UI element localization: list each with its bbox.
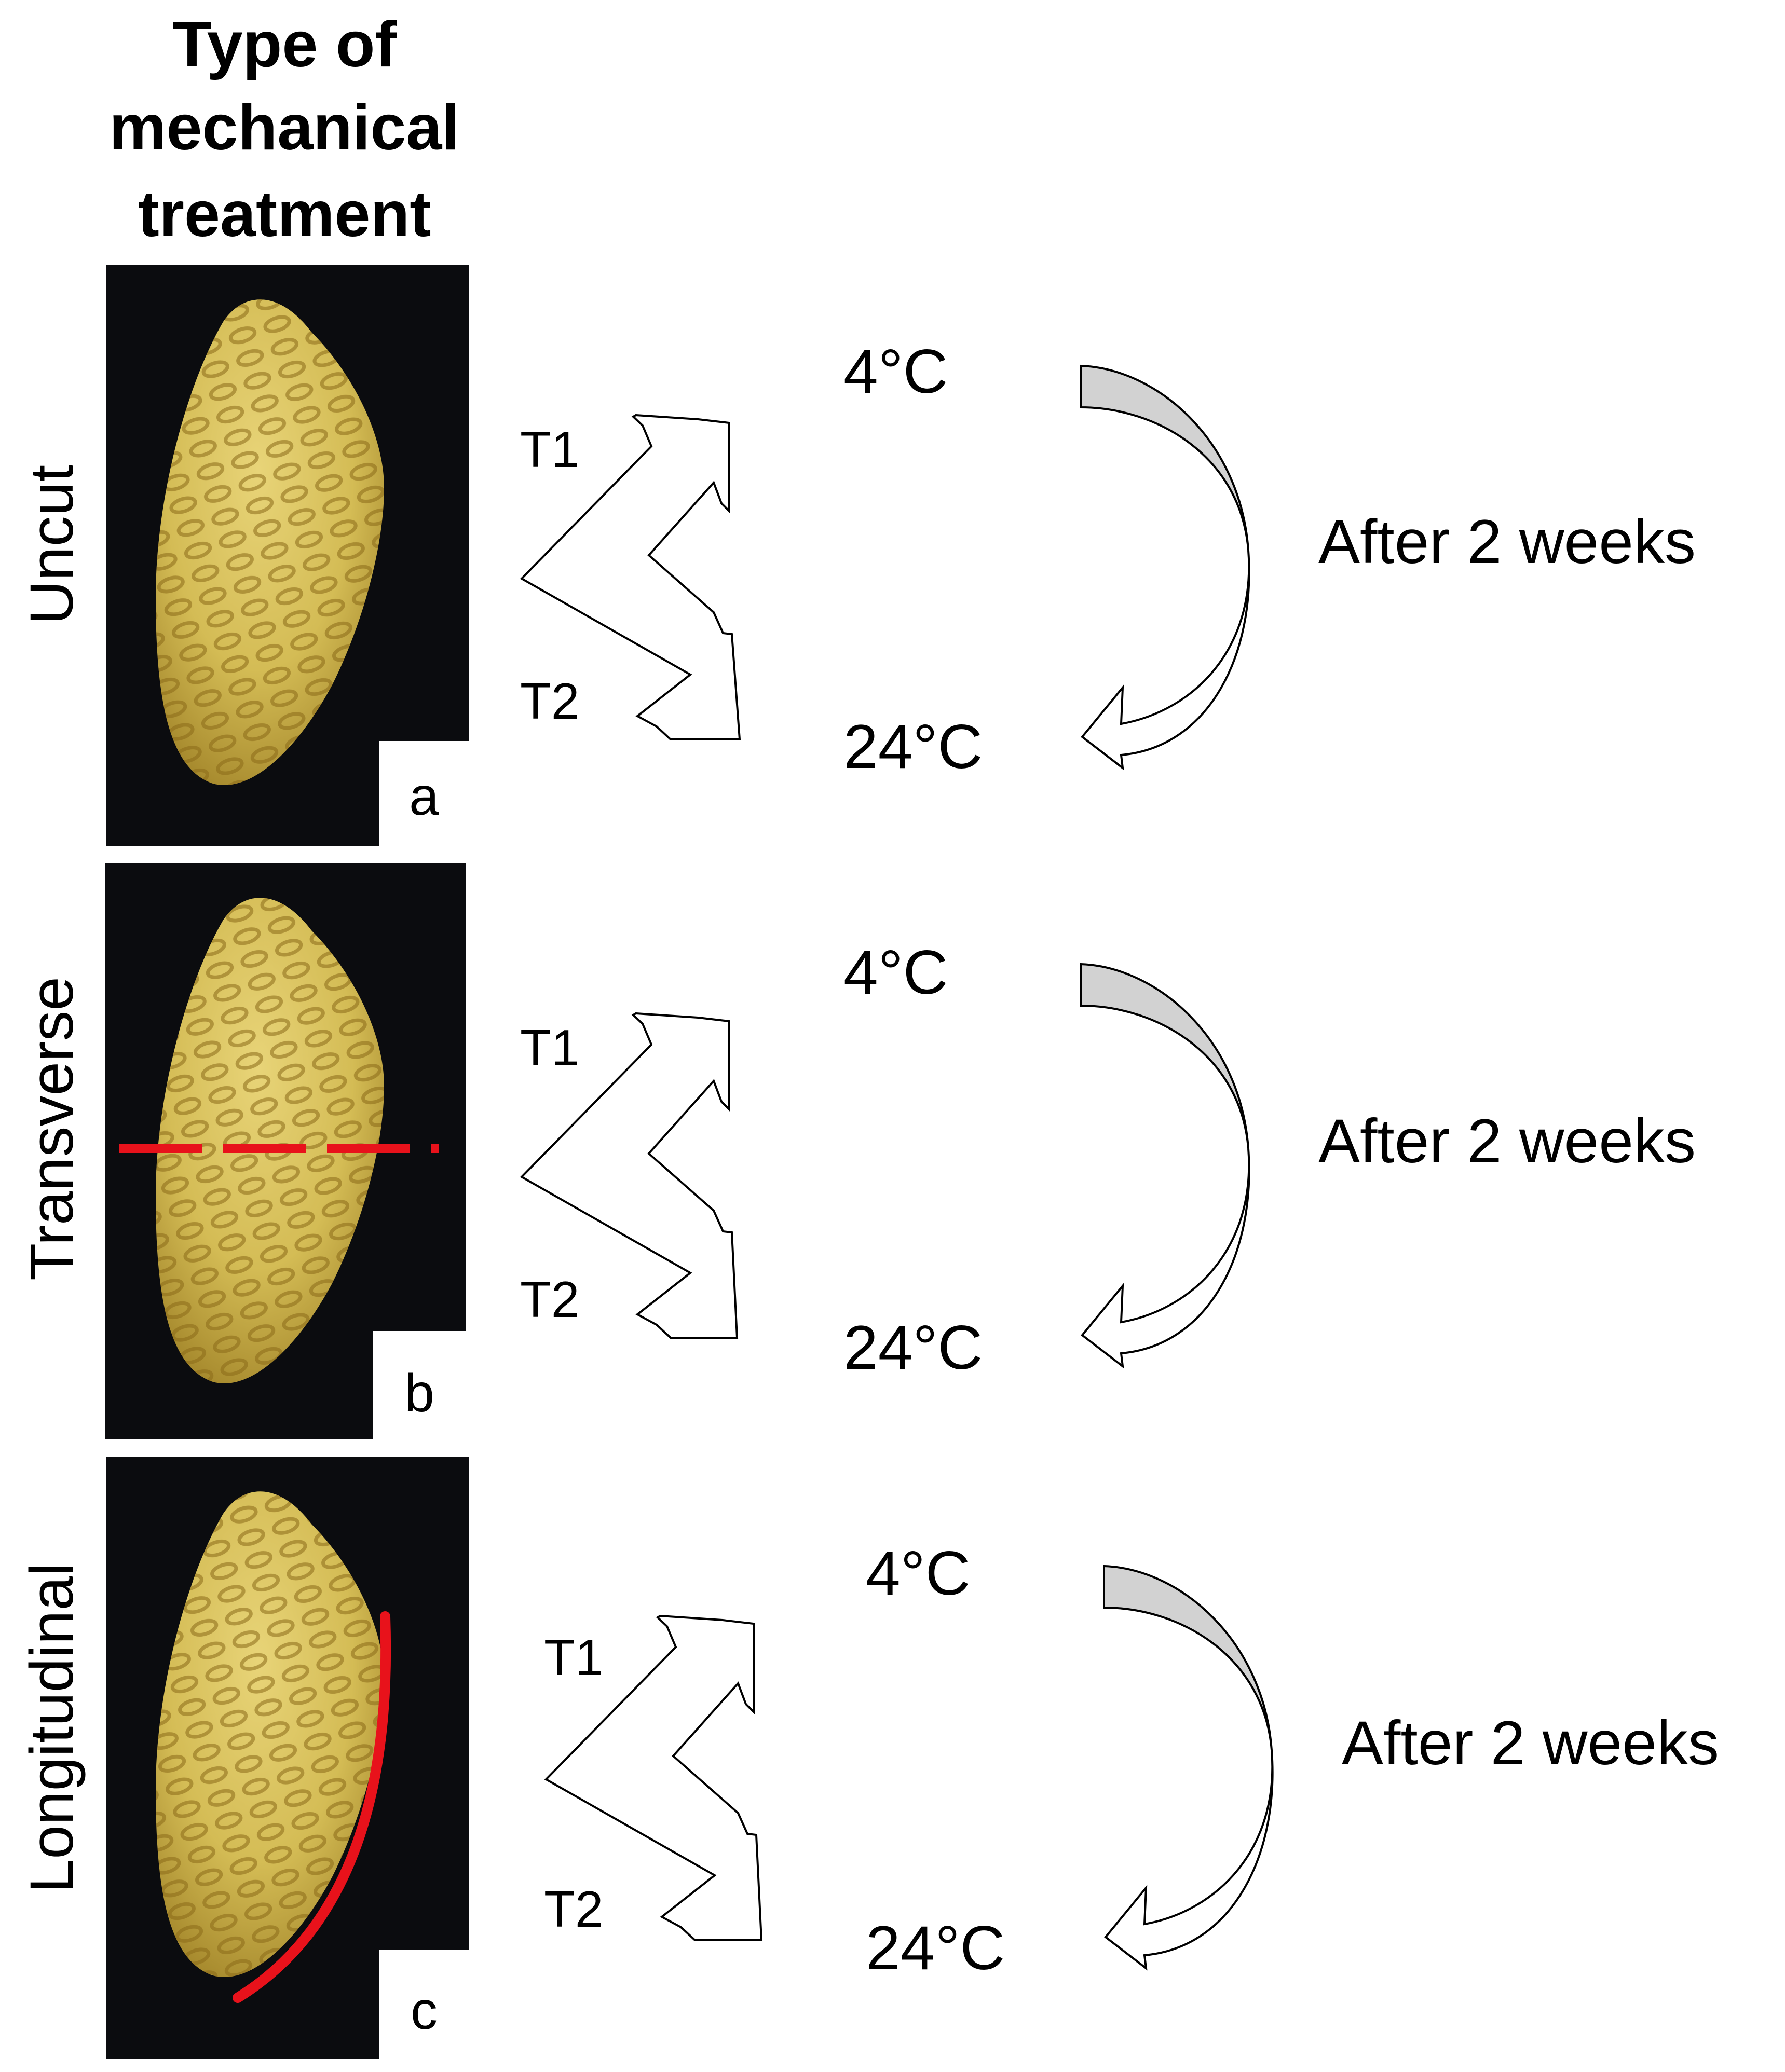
temp-cold: 4°C bbox=[866, 1539, 970, 1608]
split-arrow-icon bbox=[520, 414, 741, 740]
curved-arrow-icon bbox=[1080, 963, 1250, 1369]
treatment-label: Longitudinal bbox=[18, 1563, 86, 1893]
t1-label: T1 bbox=[520, 421, 579, 478]
seed-texture bbox=[156, 898, 384, 1384]
panel-label-box bbox=[379, 1950, 469, 2059]
panel-label: a bbox=[409, 766, 439, 827]
temp-cold: 4°C bbox=[843, 938, 948, 1007]
t1-label: T1 bbox=[544, 1629, 603, 1686]
longitudinal-cut-line bbox=[233, 1611, 391, 2003]
seed-photo: b bbox=[105, 863, 466, 1439]
curved-arrow-icon bbox=[1080, 364, 1250, 771]
row-longitudinal: Longitudinal c T1 T2 4°C 24°C After 2 we… bbox=[18, 1457, 1719, 2059]
temp-warm: 24°C bbox=[866, 1913, 1005, 1983]
panel-label-box bbox=[373, 1331, 466, 1439]
t1-label: T1 bbox=[520, 1019, 579, 1076]
panel-label-box bbox=[379, 741, 469, 846]
header-line-1: Type of bbox=[172, 9, 397, 80]
duration-label: After 2 weeks bbox=[1318, 1106, 1696, 1176]
temp-warm: 24°C bbox=[843, 1313, 983, 1382]
seed-texture bbox=[156, 299, 384, 786]
treatment-label: Uncut bbox=[18, 465, 86, 625]
header-line-3: treatment bbox=[138, 179, 431, 250]
seed-photo: c bbox=[106, 1457, 469, 2059]
t2-label: T2 bbox=[520, 1271, 579, 1328]
temp-cold: 4°C bbox=[843, 337, 948, 406]
duration-label: After 2 weeks bbox=[1318, 507, 1696, 577]
t2-label: T2 bbox=[544, 1881, 603, 1938]
seed-photo: a bbox=[106, 265, 469, 846]
split-arrow-icon bbox=[544, 1614, 763, 1941]
header-line-2: mechanical bbox=[109, 92, 459, 163]
duration-label: After 2 weeks bbox=[1342, 1708, 1719, 1778]
seed-texture bbox=[156, 1491, 384, 1978]
panel-label: c bbox=[411, 1981, 438, 2041]
row-uncut: Uncut a T1 T2 4°C 24°C After 2 weeks bbox=[18, 265, 1696, 846]
split-arrow-icon bbox=[520, 1012, 739, 1339]
panel-label: b bbox=[404, 1363, 434, 1423]
curved-arrow-icon bbox=[1103, 1565, 1274, 1971]
treatment-label: Transverse bbox=[18, 977, 86, 1281]
temp-warm: 24°C bbox=[843, 712, 983, 781]
t2-label: T2 bbox=[520, 673, 579, 730]
row-transverse: Transverse b T1 T2 4°C 24°C After 2 week… bbox=[18, 863, 1696, 1439]
header-title: Type of mechanical treatment bbox=[109, 9, 459, 250]
